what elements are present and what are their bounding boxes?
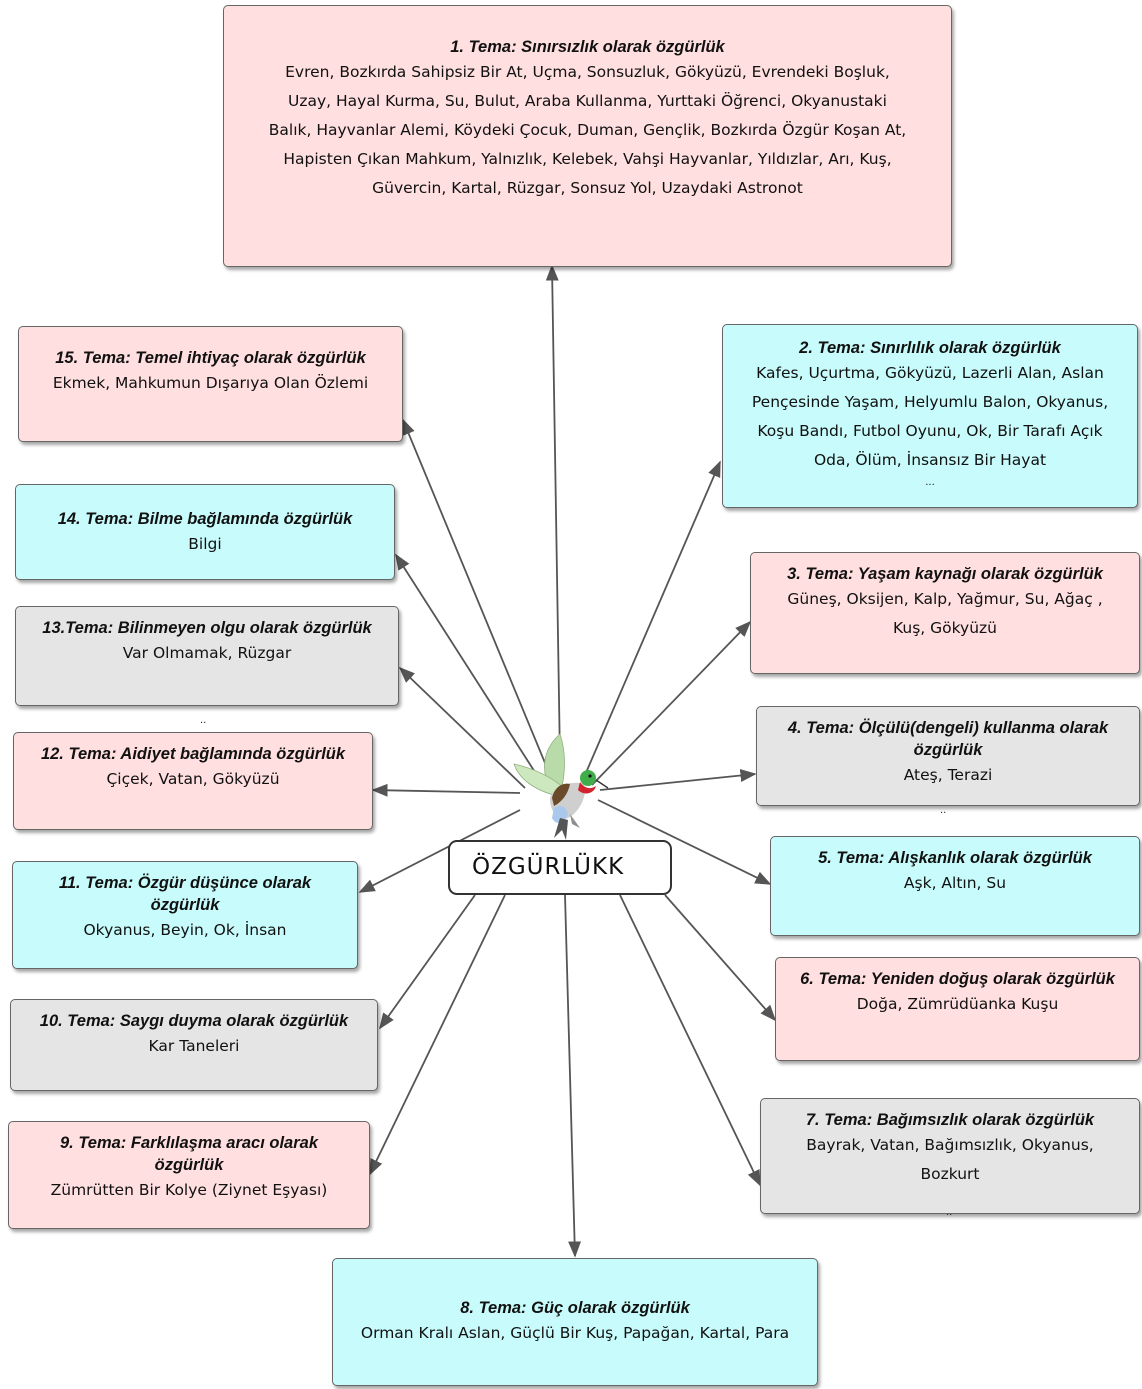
arrow-to-theme-15 [402,418,551,776]
dots-marker: .. [200,715,207,726]
theme-box-6: 6. Tema: Yeniden doğuş olarak özgürlük D… [775,957,1140,1061]
theme-box-15: 15. Tema: Temel ihtiyaç olarak özgürlük … [18,326,403,442]
theme-title: 8. Tema: Güç olarak özgürlük [460,1299,690,1317]
theme-title: 2. Tema: Sınırlılık olarak özgürlük [799,339,1061,357]
theme-title: 3. Tema: Yaşam kaynağı olarak özgürlük [787,565,1103,583]
theme-title: 1. Tema: Sınırsızlık olarak özgürlük [450,38,725,56]
arrow-to-theme-10 [379,894,476,1030]
theme-title: 7. Tema: Bağımsızlık olarak özgürlük [805,1111,1095,1129]
arrow-to-theme-8 [564,894,582,1258]
theme-title: 10. Tema: Saygı duyma olarak özgürlük [39,1012,349,1030]
arrow-to-theme-6 [664,894,777,1022]
theme-box-3: 3. Tema: Yaşam kaynağı olarak özgürlük G… [750,552,1140,674]
hummingbird-icon [513,733,609,840]
center-topic-label: ÖZGÜRLÜKK [448,840,672,895]
theme-body: Ekmek, Mahkumun Dışarıya Olan Özlemi [52,374,369,392]
theme-body: Kafes, Uçurtma, Gökyüzü, Lazerli Alan, A… [751,364,1109,488]
theme-box-5: 5. Tema: Alışkanlık olarak özgürlük Aşk,… [770,836,1140,936]
theme-box-9: 9. Tema: Farklılaşma aracı olarak özgürl… [8,1121,370,1229]
arrow-to-theme-9 [369,894,506,1176]
dots-marker: .. [940,805,947,816]
theme-body: Okyanus, Beyin, Ok, İnsan [83,921,287,939]
theme-box-7: 7. Tema: Bağımsızlık olarak özgürlük Bay… [760,1098,1140,1214]
theme-body: Ateş, Terazi [903,766,993,784]
theme-title: 13.Tema: Bilinmeyen olgu olarak özgürlük [42,619,372,637]
theme-box-13: 13.Tema: Bilinmeyen olgu olarak özgürlük… [15,606,399,706]
theme-box-1: 1. Tema: Sınırsızlık olarak özgürlük Evr… [223,5,952,267]
arrow-to-theme-1 [545,264,561,761]
arrow-to-theme-5 [597,799,772,885]
theme-body: Doğa, Zümrüdüanka Kuşu [856,995,1059,1013]
theme-box-8: 8. Tema: Güç olarak özgürlük Orman Kralı… [332,1258,818,1386]
theme-body: Güneş, Oksijen, Kalp, Yağmur, Su, Ağaç ,… [787,590,1103,637]
dots-marker: .. [946,1207,953,1218]
arrow-to-theme-7 [619,894,761,1187]
theme-box-4: 4. Tema: Ölçülü(dengeli) kullanma olarak… [756,706,1140,806]
arrow-to-theme-14 [395,553,541,781]
theme-box-14: 14. Tema: Bilme bağlamında özgürlük Bilg… [15,484,395,580]
theme-box-12: 12. Tema: Aidiyet bağlamında özgürlük Çi… [13,732,373,830]
theme-title: 9. Tema: Farklılaşma aracı olarak özgürl… [59,1134,319,1174]
theme-body: Evren, Bozkırda Sahipsiz Bir At, Uçma, S… [268,63,907,197]
theme-box-10: 10. Tema: Saygı duyma olarak özgürlük Ka… [10,999,378,1091]
theme-body: Var Olmamak, Rüzgar [122,644,292,662]
theme-body: Bilgi [188,535,222,553]
theme-body: Aşk, Altın, Su [903,874,1007,892]
theme-title: 4. Tema: Ölçülü(dengeli) kullanma olarak… [787,719,1109,759]
theme-body: Orman Kralı Aslan, Güçlü Bir Kuş, Papağa… [360,1324,790,1342]
theme-title: 12. Tema: Aidiyet bağlamında özgürlük [40,745,346,763]
arrow-to-theme-3 [591,620,752,786]
arrow-to-theme-2 [584,460,721,776]
arrow-to-theme-11 [358,809,521,893]
theme-body: Çiçek, Vatan, Gökyüzü [106,770,280,788]
theme-title: 11. Tema: Özgür düşünce olarak özgürlük [58,874,312,914]
theme-title: 6. Tema: Yeniden doğuş olarak özgürlük [800,970,1115,988]
theme-title: 5. Tema: Alışkanlık olarak özgürlük [818,849,1092,867]
arrow-to-theme-12 [371,783,521,797]
arrow-to-theme-4 [599,769,757,791]
theme-box-2: 2. Tema: Sınırlılık olarak özgürlük Kafe… [722,324,1138,508]
theme-title: 15. Tema: Temel ihtiyaç olarak özgürlük [55,349,366,367]
theme-box-11: 11. Tema: Özgür düşünce olarak özgürlük … [12,861,358,969]
theme-body: Kar Taneleri [148,1037,240,1055]
theme-title: 14. Tema: Bilme bağlamında özgürlük [57,510,353,528]
theme-body: Bayrak, Vatan, Bağımsızlık, Okyanus, Boz… [806,1136,1094,1183]
theme-body: Zümrütten Bir Kolye (Ziynet Eşyası) [50,1181,328,1199]
arrow-to-theme-13 [398,666,526,789]
